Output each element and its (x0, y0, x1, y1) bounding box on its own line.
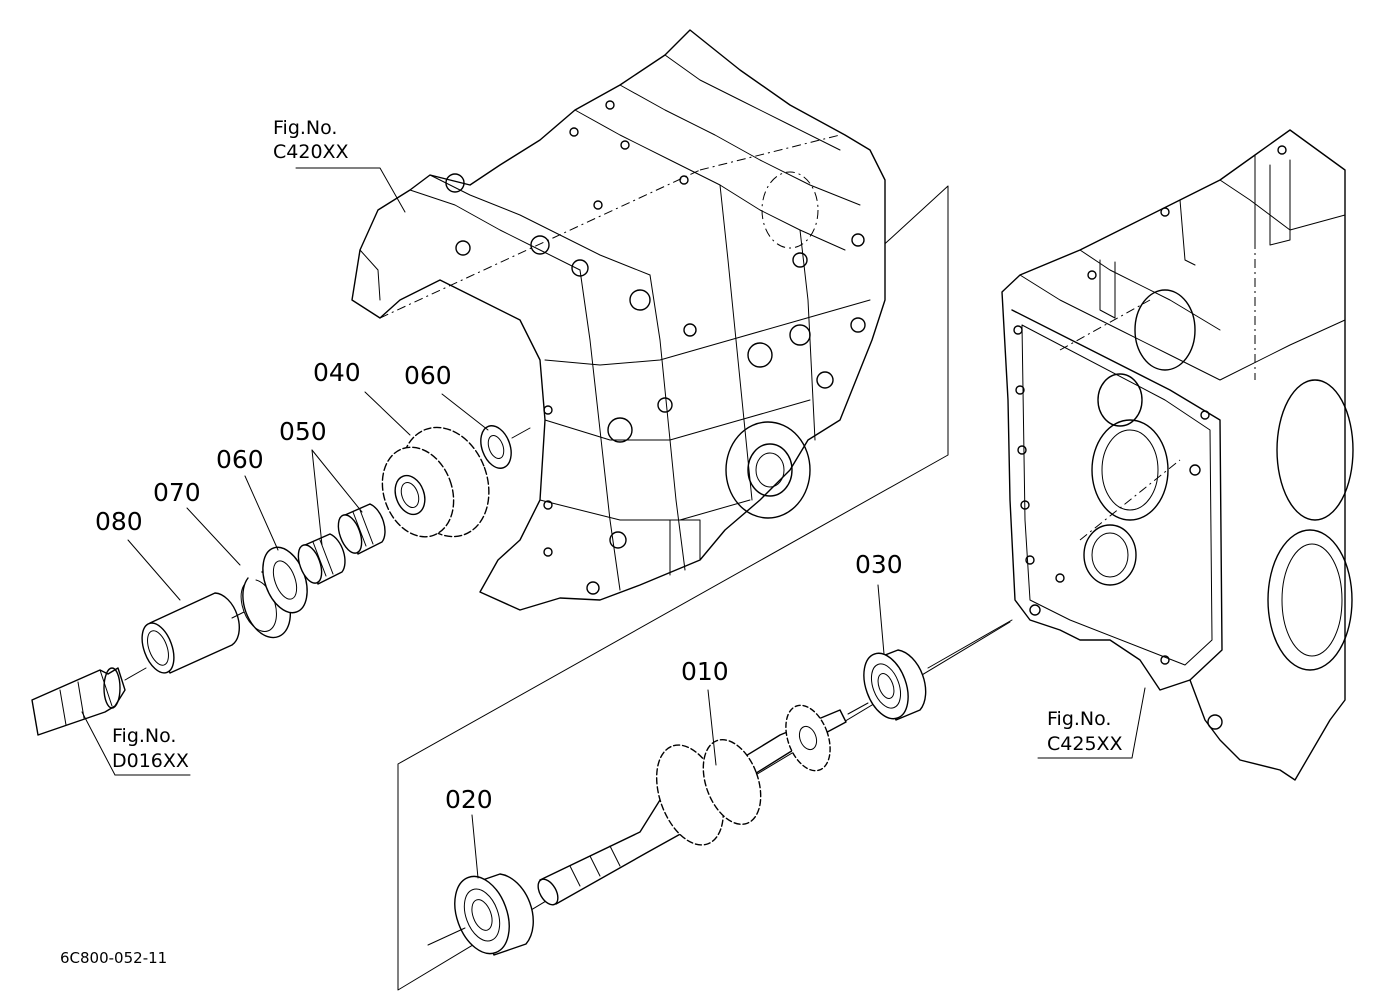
figure-ref-d016: Fig.No. D016XX (112, 725, 189, 772)
part-label-040: 040 (313, 358, 361, 387)
transmission-case-rear (1001, 129, 1354, 781)
part-080-coupling (141, 592, 240, 674)
figure-ref-c425: Fig.No. C425XX (1047, 708, 1123, 755)
part-label-060-left: 060 (216, 445, 264, 474)
part-number-labels: 040 060 050 060 070 080 030 010 020 (95, 358, 903, 814)
part-label-010: 010 (681, 657, 729, 686)
part-label-070: 070 (153, 478, 201, 507)
figure-ref-code: C420XX (273, 141, 349, 163)
diagram-code: 6C800-052-11 (60, 949, 167, 967)
part-label-060-right: 060 (404, 361, 452, 390)
figure-ref-prefix: Fig.No. (112, 725, 176, 747)
part-030-ball-bearing (863, 649, 927, 721)
figure-ref-code: D016XX (112, 750, 189, 772)
transmission-case-front (351, 29, 886, 611)
figure-ref-prefix: Fig.No. (1047, 708, 1111, 730)
part-060-washer-right (480, 425, 512, 469)
part-label-020: 020 (445, 785, 493, 814)
part-010-countershaft (537, 704, 847, 906)
input-shaft-stub (31, 667, 126, 736)
part-label-080: 080 (95, 507, 143, 536)
part-label-030: 030 (855, 550, 903, 579)
figure-ref-prefix: Fig.No. (273, 117, 337, 139)
part-label-050: 050 (279, 417, 327, 446)
figure-ref-code: C425XX (1047, 733, 1123, 755)
leader-lines (81, 167, 1146, 879)
figure-ref-c420: Fig.No. C420XX (273, 117, 349, 163)
part-040-gear (381, 426, 490, 538)
part-020-ball-bearing (454, 873, 534, 956)
part-050-needle-bearings (297, 503, 386, 585)
assembly-axis-lines (124, 427, 1013, 946)
